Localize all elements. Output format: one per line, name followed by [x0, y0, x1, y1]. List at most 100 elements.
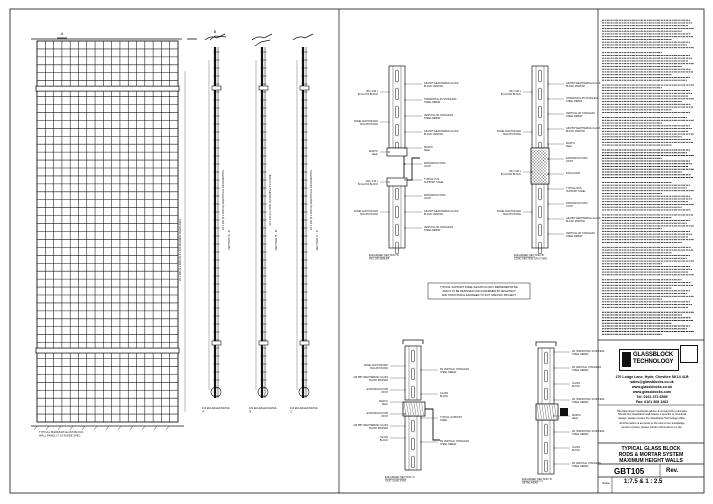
callout-label: 190 x 190 x	[509, 90, 522, 93]
callout-label: 80 GLASS BLOCK	[358, 183, 378, 186]
leader-dot	[404, 365, 406, 367]
address-line: www.glassblocks.com	[632, 390, 672, 394]
pvc-support-steel	[403, 156, 420, 181]
insulation-hatch	[534, 179, 538, 184]
callout-label: JOINT	[424, 165, 431, 168]
rebar-slot	[395, 187, 399, 201]
detail-title: ENLARGED SECTION 'A'	[369, 253, 399, 257]
rebar-slot	[411, 455, 415, 469]
callout-label: VERTICAL 6N STAINLESS	[566, 112, 595, 115]
leader-dot	[404, 83, 406, 85]
hatch	[69, 425, 74, 431]
detail-subtitle: PVC OR SIMILAR	[369, 258, 389, 261]
callout-label: 6N HORIZONTAL STAINLESS	[572, 398, 605, 401]
callout-label: GLASS	[380, 436, 388, 439]
insulation-hatch	[543, 179, 547, 184]
detail-title: ENLARGED SECTION 'B'	[514, 253, 544, 257]
insulation-hatch	[537, 179, 541, 184]
callout-label: STEEL REBAR	[424, 229, 441, 232]
leader-dot	[547, 143, 549, 145]
leader-dot	[404, 147, 406, 149]
leader-dot	[547, 218, 549, 220]
leader-dot	[547, 188, 549, 190]
head-flashing	[204, 33, 226, 41]
glass-block-column	[404, 415, 422, 471]
hatch	[416, 402, 419, 416]
support-band	[258, 85, 269, 91]
support-band	[299, 85, 310, 91]
mastic-seal	[560, 408, 568, 416]
detail-ref: 'A'	[202, 411, 205, 414]
callout-label: BLOCK MORTAR	[369, 427, 388, 430]
callout-label: BLOCK MORTAR	[566, 220, 585, 223]
callout-label: STEEL REBAR	[424, 117, 441, 120]
callout-label: TYPICAL SUPPORT	[440, 416, 463, 419]
callout-label: PANEL ANCHOR AND	[354, 210, 378, 213]
leader-dot	[547, 233, 549, 235]
hatch	[153, 425, 158, 431]
head-flashing	[209, 35, 227, 41]
callout-label: GB-HBT WEATHERING GLASS	[354, 376, 389, 379]
leader-dot	[404, 389, 406, 391]
hatch	[413, 402, 417, 416]
rebar-slot	[544, 423, 548, 437]
support-band	[258, 340, 269, 346]
callout-label: VERTICAL 6N STAINLESS	[566, 232, 595, 235]
glass-block-column	[537, 347, 555, 405]
head-channel	[386, 147, 408, 157]
callout-label: JOINT	[566, 205, 573, 208]
hatch	[551, 404, 555, 420]
callout-label: STEEL REBAR	[440, 371, 457, 374]
hatch	[418, 402, 422, 416]
callout-label: 6N VERTICAL STAINLESS	[572, 366, 601, 369]
callout-label: MASTIC	[572, 414, 581, 417]
rebar-slot	[538, 87, 542, 101]
logo-line2: TECHNOLOGY	[633, 359, 674, 365]
address-line: Fax: 0161 368 1263	[635, 400, 669, 404]
leader-dot	[404, 425, 406, 427]
leader-dot	[547, 98, 549, 100]
intermediate-support	[35, 347, 180, 354]
disclaimer-line: at time of issue; please confirm dimensi…	[621, 425, 683, 429]
callout-label: BLOCK	[380, 439, 389, 442]
leader-dot	[404, 413, 406, 415]
callout-label: GB-HBT WEATHERING GLASS	[424, 210, 459, 213]
callout-label: 190 x 190 x	[509, 170, 522, 173]
leader-dot	[531, 211, 533, 213]
callout-label: BLOCK MORTAR	[424, 213, 443, 216]
rebar-slot	[538, 69, 542, 83]
callout-label: JOINT	[381, 391, 388, 394]
hatch	[45, 425, 50, 431]
leader-dot	[420, 441, 422, 443]
callout-label: STEEL REBAR	[566, 115, 583, 118]
section-title: SECTION 'C - C'	[315, 229, 319, 250]
title-block	[598, 19, 704, 493]
rebar-slot	[395, 123, 399, 137]
hatch	[403, 402, 407, 416]
callout-label: GLASS	[572, 446, 580, 449]
rebar-slot	[538, 123, 542, 137]
leader-dot	[531, 131, 533, 133]
head-flashing	[251, 33, 273, 41]
support-steel-angle	[425, 408, 440, 441]
leader-dot	[553, 351, 555, 353]
callout-label: GB-HBT WEATHERING GLASS	[566, 82, 601, 85]
hatch	[165, 425, 170, 431]
callout-label: STEEL REBAR	[440, 443, 457, 446]
callout-label: JOINT	[424, 197, 431, 200]
hatch	[93, 425, 98, 431]
glass-block-column	[531, 65, 549, 149]
rebar-slot	[538, 187, 542, 201]
drawing-title-line: TYPICAL GLASS BLOCK	[621, 446, 681, 452]
callout-label: GB-HBT WEATHERING GLASS	[424, 130, 459, 133]
callout-label: STEEL REBAR	[572, 369, 589, 372]
detail-subtitle: CAST SLAB JOINT	[385, 480, 407, 483]
hatch	[57, 425, 62, 431]
callout-label: 6N HORIZONTAL STAINLESS	[572, 430, 605, 433]
rebar-slot	[538, 241, 542, 255]
leader-dot	[404, 115, 406, 117]
hatch	[117, 425, 122, 431]
glass-block-column	[531, 183, 549, 249]
